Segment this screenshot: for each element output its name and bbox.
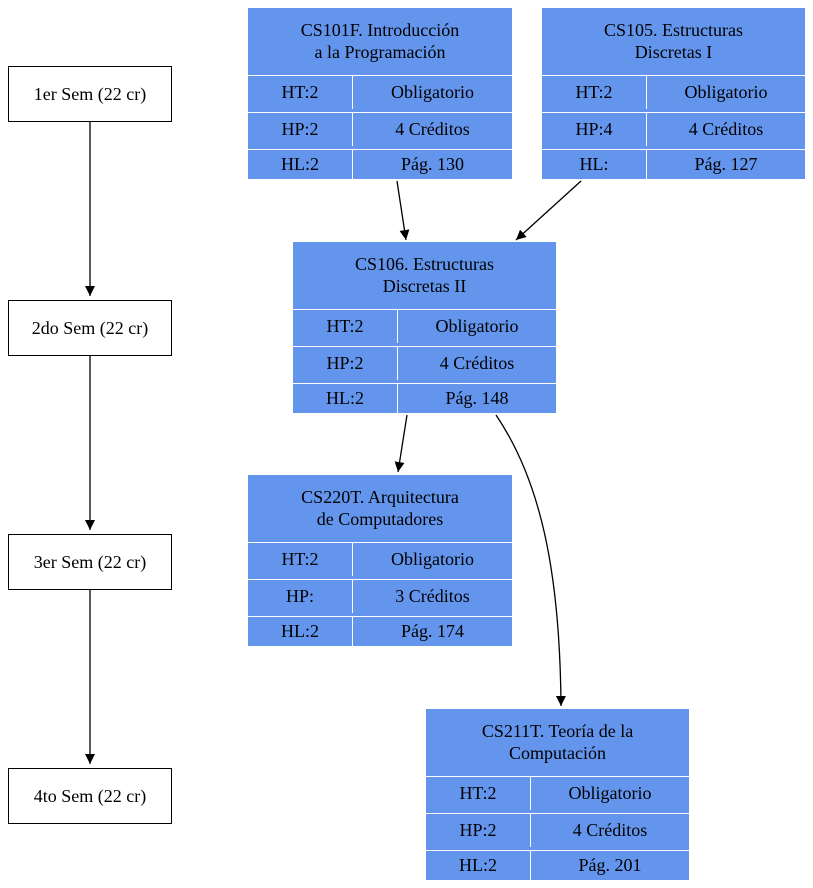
course-credits: 3 Créditos: [395, 586, 470, 606]
course-page: Pág. 127: [694, 154, 758, 174]
semester-node-3: 3er Sem (22 cr): [8, 534, 172, 590]
course-page: Pág. 174: [401, 621, 464, 641]
semester-label: 1er Sem (22 cr): [33, 83, 147, 104]
course-credits: 4 Créditos: [572, 820, 648, 840]
course-row-ht: HT:2 Obligatorio: [426, 776, 689, 810]
course-type: Obligatorio: [568, 783, 652, 803]
course-row-ht: HT:2 Obligatorio: [248, 75, 512, 109]
edge-cs105-cs106: [515, 180, 582, 241]
semester-node-4: 4to Sem (22 cr): [8, 768, 172, 824]
hours-theory: HT:2: [542, 76, 647, 109]
course-row-hp: HP:2 4 Créditos: [426, 813, 689, 847]
course-row-hp: HP: 3 Créditos: [248, 579, 512, 613]
course-row-ht: HT:2 Obligatorio: [542, 75, 805, 109]
course-node-cs101f: CS101F. Introducción a la Programación H…: [248, 8, 512, 179]
hours-theory: HT:2: [426, 777, 531, 810]
hours-theory: HT:2: [293, 310, 398, 343]
course-page: Pág. 148: [445, 388, 509, 408]
hours-lab: HL:2: [248, 617, 353, 646]
hours-lab: HL:: [542, 150, 647, 179]
course-credits: 4 Créditos: [439, 353, 515, 373]
course-page: Pág. 201: [578, 855, 642, 875]
edge-cs101f-cs106: [396, 180, 410, 241]
hours-lab: HL:2: [426, 851, 531, 880]
hours-practice: HP:: [248, 580, 353, 613]
course-row-ht: HT:2 Obligatorio: [248, 542, 512, 576]
hours-practice: HP:2: [426, 814, 531, 847]
hours-practice: HP:2: [293, 347, 398, 380]
course-row-hl: HL:2 Pág. 174: [248, 616, 512, 646]
course-row-hl: HL:2 Pág. 130: [248, 149, 512, 179]
course-row-hl: HL:2 Pág. 148: [293, 383, 556, 413]
course-page: Pág. 130: [401, 154, 464, 174]
course-title: CS101F. Introducción a la Programación: [300, 19, 460, 62]
hours-theory: HT:2: [248, 76, 353, 109]
hours-lab: HL:2: [248, 150, 353, 179]
course-node-cs211t: CS211T. Teoría de la Computación HT:2 Ob…: [426, 709, 689, 880]
semester-label: 2do Sem (22 cr): [31, 317, 149, 338]
hours-practice: HP:4: [542, 113, 647, 146]
course-title: CS105. Estructuras Discretas I: [604, 19, 743, 62]
course-type: Obligatorio: [435, 316, 519, 336]
course-type: Obligatorio: [391, 549, 474, 569]
course-credits: 4 Créditos: [395, 119, 470, 139]
hours-lab: HL:2: [293, 384, 398, 413]
course-row-hp: HP:4 4 Créditos: [542, 112, 805, 146]
course-row-hl: HL: Pág. 127: [542, 149, 805, 179]
course-node-cs105: CS105. Estructuras Discretas I HT:2 Obli…: [542, 8, 805, 179]
semester-label: 3er Sem (22 cr): [33, 551, 147, 572]
course-node-cs106: CS106. Estructuras Discretas II HT:2 Obl…: [293, 242, 556, 413]
hours-theory: HT:2: [248, 543, 353, 576]
course-title: CS106. Estructuras Discretas II: [355, 253, 494, 296]
course-row-hp: HP:2 4 Créditos: [293, 346, 556, 380]
edge-cs106-cs220t: [394, 414, 408, 473]
course-node-cs220t: CS220T. Arquitectura de Computadores HT:…: [248, 475, 512, 646]
semester-label: 4to Sem (22 cr): [33, 785, 147, 806]
course-credits: 4 Créditos: [688, 119, 764, 139]
course-row-hp: HP:2 4 Créditos: [248, 112, 512, 146]
course-row-hl: HL:2 Pág. 201: [426, 850, 689, 880]
semester-node-2: 2do Sem (22 cr): [8, 300, 172, 356]
course-row-ht: HT:2 Obligatorio: [293, 309, 556, 343]
course-title: CS211T. Teoría de la Computación: [481, 720, 634, 763]
course-type: Obligatorio: [391, 82, 474, 102]
semester-node-1: 1er Sem (22 cr): [8, 66, 172, 122]
course-title: CS220T. Arquitectura de Computadores: [301, 486, 459, 529]
course-type: Obligatorio: [684, 82, 768, 102]
hours-practice: HP:2: [248, 113, 353, 146]
